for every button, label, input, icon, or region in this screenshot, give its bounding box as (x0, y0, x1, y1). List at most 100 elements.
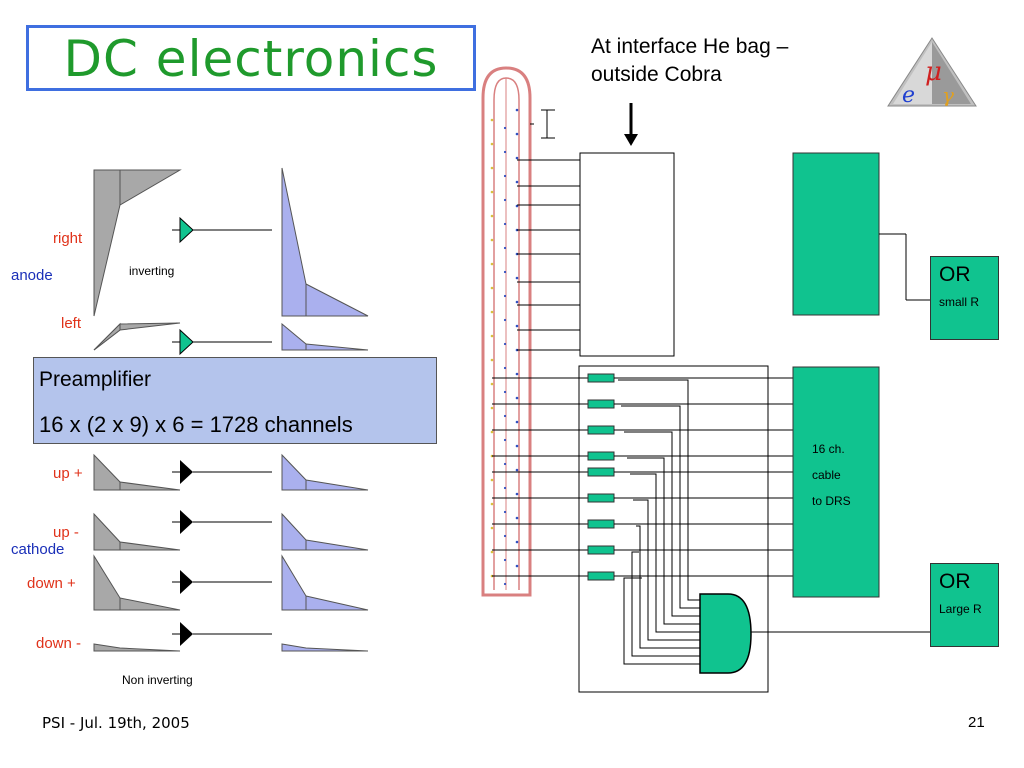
wire-dot (515, 516, 519, 520)
drs-cable-line3: to DRS (812, 494, 851, 508)
channel-preamp (587, 571, 615, 581)
wire-dot (515, 324, 519, 328)
wire-dot (515, 108, 519, 112)
cathode-up-minus-output-signal (281, 512, 369, 551)
wire-dot (503, 390, 507, 394)
footer-date: PSI - Jul. 19th, 2005 (42, 714, 190, 732)
wire-dot (490, 286, 494, 290)
wire-dot (503, 366, 507, 370)
wire-dot (503, 438, 507, 442)
upper-signal-lines (517, 159, 580, 351)
wire-dot (490, 406, 494, 410)
wire-dot (503, 198, 507, 202)
cathode-up-plus-label: up + (53, 465, 83, 482)
cathode-down-minus-label: down - (36, 635, 82, 652)
drs-cable-line2: cable (812, 468, 841, 482)
wire-dot (490, 190, 494, 194)
svg-text:γ: γ (942, 83, 954, 107)
drs-cable-text: 16 ch. cable to DRS (812, 436, 851, 514)
wire-dot (515, 468, 519, 472)
wire-dot (490, 166, 494, 170)
cathode-up-minus-amplifier-icon (172, 510, 272, 534)
lower-signal-lines (492, 373, 793, 665)
wire-dot (515, 300, 519, 304)
anode-right-amplifier-icon (172, 216, 272, 244)
wire-dot (490, 502, 494, 506)
anode-left-amplifier-icon (172, 328, 272, 356)
wire-dot (515, 540, 519, 544)
cathode-down-plus-label: down + (27, 575, 76, 592)
wire-dot (503, 342, 507, 346)
wire-dot (503, 534, 507, 538)
wire-dot (503, 222, 507, 226)
cathode-down-plus-output-signal (281, 554, 369, 611)
cathode-up-minus-label: up - (53, 524, 79, 541)
gate-routing-line (636, 525, 700, 649)
wire-dot (490, 310, 494, 314)
wire-dot (503, 558, 507, 562)
or-small-r-title: OR (939, 263, 971, 286)
cathode-down-minus-output-signal (281, 643, 369, 652)
wire-dot (490, 334, 494, 338)
wire-dot (515, 156, 519, 160)
wire-dot (503, 270, 507, 274)
cathode-down-plus-amplifier-icon (172, 570, 272, 594)
cathode-label: cathode (11, 541, 65, 558)
anode-right-output-signal (281, 167, 369, 317)
wire-dot (503, 126, 507, 130)
gate-routing-line (630, 473, 700, 633)
wire-dot (515, 420, 519, 424)
anode-right-label: right (53, 230, 83, 247)
svg-text:μ: μ (925, 57, 942, 87)
wire-dot (503, 318, 507, 322)
wire-dot (515, 372, 519, 376)
cathode-up-minus-input-signal (93, 512, 181, 551)
drs-cable-line1: 16 ch. (812, 442, 845, 456)
wire-dot (515, 396, 519, 400)
channel-preamp (587, 467, 615, 477)
or-large-r-box: OR Large R (930, 563, 999, 647)
anode-left-input-signal (93, 322, 181, 351)
anode-label: anode (11, 267, 53, 284)
channel-preamp (587, 545, 615, 555)
svg-text:e: e (902, 83, 915, 108)
wire-dot (490, 142, 494, 146)
channel-preamp (587, 493, 615, 503)
interface-note-line1: At interface He bag – (591, 35, 789, 58)
channel-preamp (587, 399, 615, 409)
or-large-r-sub: Large R (939, 602, 982, 616)
wire-dot (503, 174, 507, 178)
wire-dot (490, 358, 494, 362)
cathode-down-minus-input-signal (93, 643, 181, 652)
inverting-label: inverting (129, 264, 175, 278)
down-arrow-icon (624, 103, 638, 146)
cathode-up-plus-input-signal (93, 453, 181, 491)
wire-dot (490, 478, 494, 482)
anode-right-input-signal (93, 169, 182, 317)
or-gate-icon (699, 593, 930, 674)
gate-routing-line (633, 499, 700, 641)
wire-dot (490, 238, 494, 242)
anode-left-label: left (61, 315, 82, 332)
wire-dot (490, 550, 494, 554)
page-number: 21 (968, 714, 985, 731)
gate-routing-line (631, 551, 700, 657)
cathode-down-plus-input-signal (93, 554, 181, 611)
gate-routing-line (627, 457, 700, 625)
slide-title: DC electronics (63, 30, 439, 88)
or-small-r-box: OR small R (930, 256, 999, 340)
wire-dot (490, 262, 494, 266)
title-box: DC electronics (26, 25, 476, 91)
wire-dot (490, 118, 494, 122)
wire-dot (515, 180, 519, 184)
interface-note: At interface He bag – outside Cobra (591, 33, 788, 89)
upper-preamp-block (579, 152, 675, 357)
or-large-r-title: OR (939, 570, 971, 593)
preamplifier-box: Preamplifier 16 x (2 x 9) x 6 = 1728 cha… (33, 357, 437, 444)
chamber-wire-dots (490, 108, 519, 586)
non-inverting-label: Non inverting (122, 673, 193, 687)
mu-e-gamma-logo-icon: μ e γ (887, 37, 977, 108)
gate-routing-line (623, 577, 700, 665)
wire-dot (515, 132, 519, 136)
